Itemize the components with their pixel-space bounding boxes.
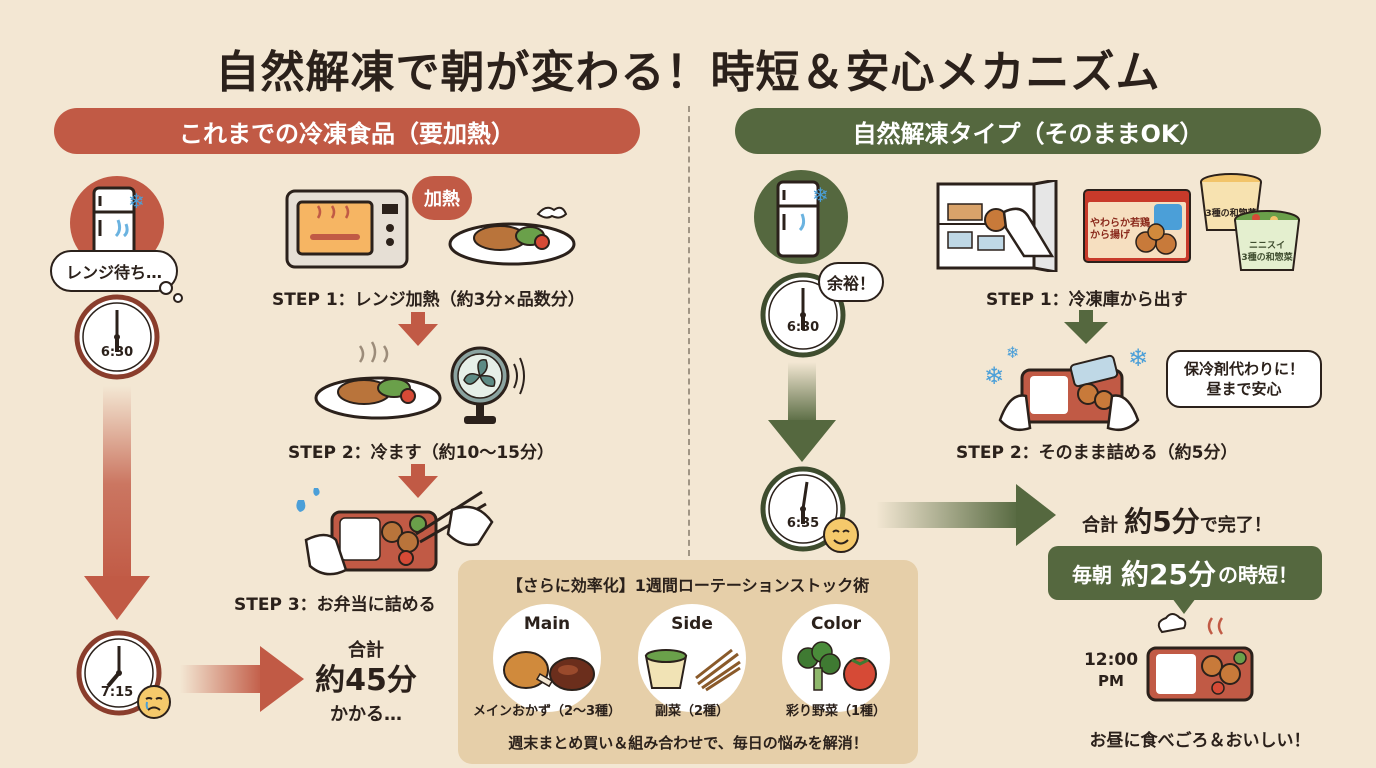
right-total-value: 約5分 (1124, 505, 1200, 538)
right-arrow-total-right (876, 484, 1056, 546)
clock-icon-right-end (760, 466, 846, 552)
right-total-suffix: で完了！ (1199, 515, 1272, 536)
right-step1-label: STEP 1：冷凍庫から出す (986, 290, 1188, 310)
relax-bubble: 余裕！ (818, 262, 884, 302)
left-total-label: 合計 (348, 640, 384, 661)
ice-bento-icon: ❄ ❄ ❄ (984, 343, 1148, 431)
lunch-ampm: PM (1098, 672, 1124, 690)
right-total-label: 合計 (1082, 515, 1118, 536)
lunch-bento-icon (1146, 613, 1254, 702)
green-down-arrow-small (1064, 310, 1108, 344)
svg-text:❄: ❄ (1006, 343, 1019, 362)
fridge-icon: ❄ (70, 176, 164, 270)
long-down-arrow (84, 386, 150, 620)
left-step2-label: STEP 2：冷ます（約10〜15分） (288, 443, 554, 463)
daily-savings-badge: 毎朝 約25分 の時短！ (1048, 546, 1322, 600)
freezer-open-icon (936, 180, 1058, 272)
ice-pack-bubble: 保冷剤代わりに！ 昼まで安心 (1166, 350, 1322, 408)
ice-bubble-line1: 保冷剤代わりに！ (1183, 360, 1304, 378)
left-total-value: 約45分 (315, 663, 417, 698)
side-category-label: 副菜（2種） (654, 704, 730, 719)
down-arrow-small-2 (398, 464, 438, 498)
left-section-header: これまでの冷凍食品（要加熱） (54, 108, 640, 154)
microwave-icon (285, 189, 409, 269)
right-arrow-total-left (180, 646, 304, 712)
happy-face-icon (823, 517, 859, 553)
thought-dots-icon (159, 281, 183, 303)
fridge-icon-right: ❄ (754, 170, 848, 264)
karaage-package-icon (1083, 189, 1191, 263)
stock-title: 【さらに効率化】1週間ローテーションストック術 (506, 576, 870, 595)
right-section-header: 自然解凍タイプ（そのままOK） (735, 108, 1321, 154)
lunch-caption: お昼に食べごろ＆おいしい！ (1089, 731, 1311, 751)
page-title: 自然解凍で朝が変わる！時短＆安心メカニズム (215, 47, 1161, 98)
short-down-arrow-right (768, 362, 836, 462)
cooling-plate-icon (314, 341, 442, 420)
left-step1-label: STEP 1：レンジ加熱（約3分×品数分） (272, 290, 585, 310)
svg-text:❄: ❄ (1128, 344, 1148, 372)
heat-bubble: 加熱 (412, 176, 472, 220)
right-total: 合計 約5分で完了！ (1082, 500, 1272, 540)
center-divider (688, 106, 690, 556)
clock-icon-end (76, 630, 162, 716)
svg-text:❄: ❄ (128, 189, 145, 213)
package-text-1: やわらか若鶏 (1090, 218, 1150, 229)
badge-pointer (1172, 598, 1196, 614)
right-step2-label: STEP 2：そのまま詰める（約5分） (956, 443, 1238, 463)
cup1-label: 3種の和惣菜 (1205, 209, 1257, 219)
down-arrow-small-1 (398, 312, 438, 346)
right-clock-end-label: 6:35 (786, 516, 820, 531)
color-category-label: 彩り野菜（1種） (785, 704, 887, 719)
sad-face-icon (137, 685, 171, 719)
stock-footer: 週末まとめ買い＆組み合わせで、毎日の悩みを解消！ (508, 734, 868, 752)
vegetables-icon (797, 641, 877, 691)
daily-value: 約25分 (1121, 558, 1216, 591)
package-text-2: から揚げ (1090, 230, 1130, 241)
svg-text:❄: ❄ (812, 183, 829, 207)
bento-packing-icon (296, 488, 494, 576)
main-category-label: メインおかず（2〜3種） (472, 704, 622, 719)
clock-start-label: 6:30 (100, 345, 134, 360)
left-step3-label: STEP 3：お弁当に詰める (234, 595, 436, 615)
cup2-label: 3種の和惣菜 (1241, 253, 1293, 263)
clock-icon-start (74, 294, 160, 380)
side-category-name: Side (671, 614, 713, 634)
cup2-brand: ニニスイ (1248, 241, 1285, 251)
svg-text:❄: ❄ (984, 362, 1004, 390)
main-category-name: Main (523, 614, 571, 634)
right-clock-start-label: 6:30 (786, 320, 820, 335)
hot-plate-icon (448, 206, 576, 266)
daily-suffix: の時短！ (1217, 562, 1298, 587)
lunch-time: 12:00 (1083, 650, 1139, 670)
ice-bubble-line2: 昼まで安心 (1206, 380, 1282, 398)
side-cup-icon-2 (1234, 210, 1300, 271)
left-total-suffix: かかる… (330, 704, 402, 725)
color-category-name: Color (810, 614, 862, 634)
side-dish-icon (644, 648, 741, 692)
wait-bubble: レンジ待ち… (50, 250, 178, 292)
clock-icon-right-start (760, 272, 846, 358)
fan-icon (450, 346, 525, 424)
daily-prefix: 毎朝 (1072, 562, 1113, 587)
fried-chicken-icon (503, 651, 595, 691)
clock-end-label: 7:15 (100, 685, 134, 700)
